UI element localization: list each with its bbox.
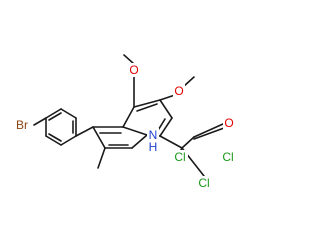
nh-hydrogen-label: H [149,140,158,154]
indole-nitrogen: N H [146,128,160,154]
bond-line [97,147,106,169]
bond-line [48,133,62,142]
bond-line [159,94,176,101]
bond-line [60,108,77,119]
bond-line [75,126,94,137]
chlorine-label-2: Cl [222,150,233,164]
methoxy-oxygen-4: O [128,63,140,77]
bond-line [181,136,195,149]
oxygen-label-methoxy-4: O [129,63,138,77]
oxygen-label-carbonyl: O [224,116,233,130]
bond-line [48,112,62,121]
bond-line [136,103,158,112]
carbonyl-oxygen: O [223,116,235,130]
bond-line [123,54,135,65]
chlorine-label-3: Cl [198,176,209,190]
molecule-diagram: Br O O O N H Cl Cl Cl [12,54,236,190]
bond-lines [33,54,225,177]
oxygen-label-methoxy-6: O [174,84,183,98]
methoxy-oxygen-6: O [173,84,185,98]
bond-line [122,126,148,136]
bond-line [122,106,135,128]
bond-line [159,99,173,119]
bond-line [133,99,161,108]
nitrogen-label: N [149,128,158,142]
bond-line [45,135,62,146]
bond-line [45,108,62,119]
bond-line [92,126,106,149]
bond-line [131,134,148,149]
bromine-label: Br [16,118,28,132]
chlorine-atoms: Cl Cl Cl [172,150,236,190]
bond-line [60,135,77,146]
bond-line [159,135,183,149]
bond-line [33,117,47,126]
chlorine-label-1: Cl [174,150,185,164]
bond-line [193,123,224,138]
bromine-atom: Br [12,118,32,132]
bond-line [159,117,173,137]
bond-line [193,127,225,140]
